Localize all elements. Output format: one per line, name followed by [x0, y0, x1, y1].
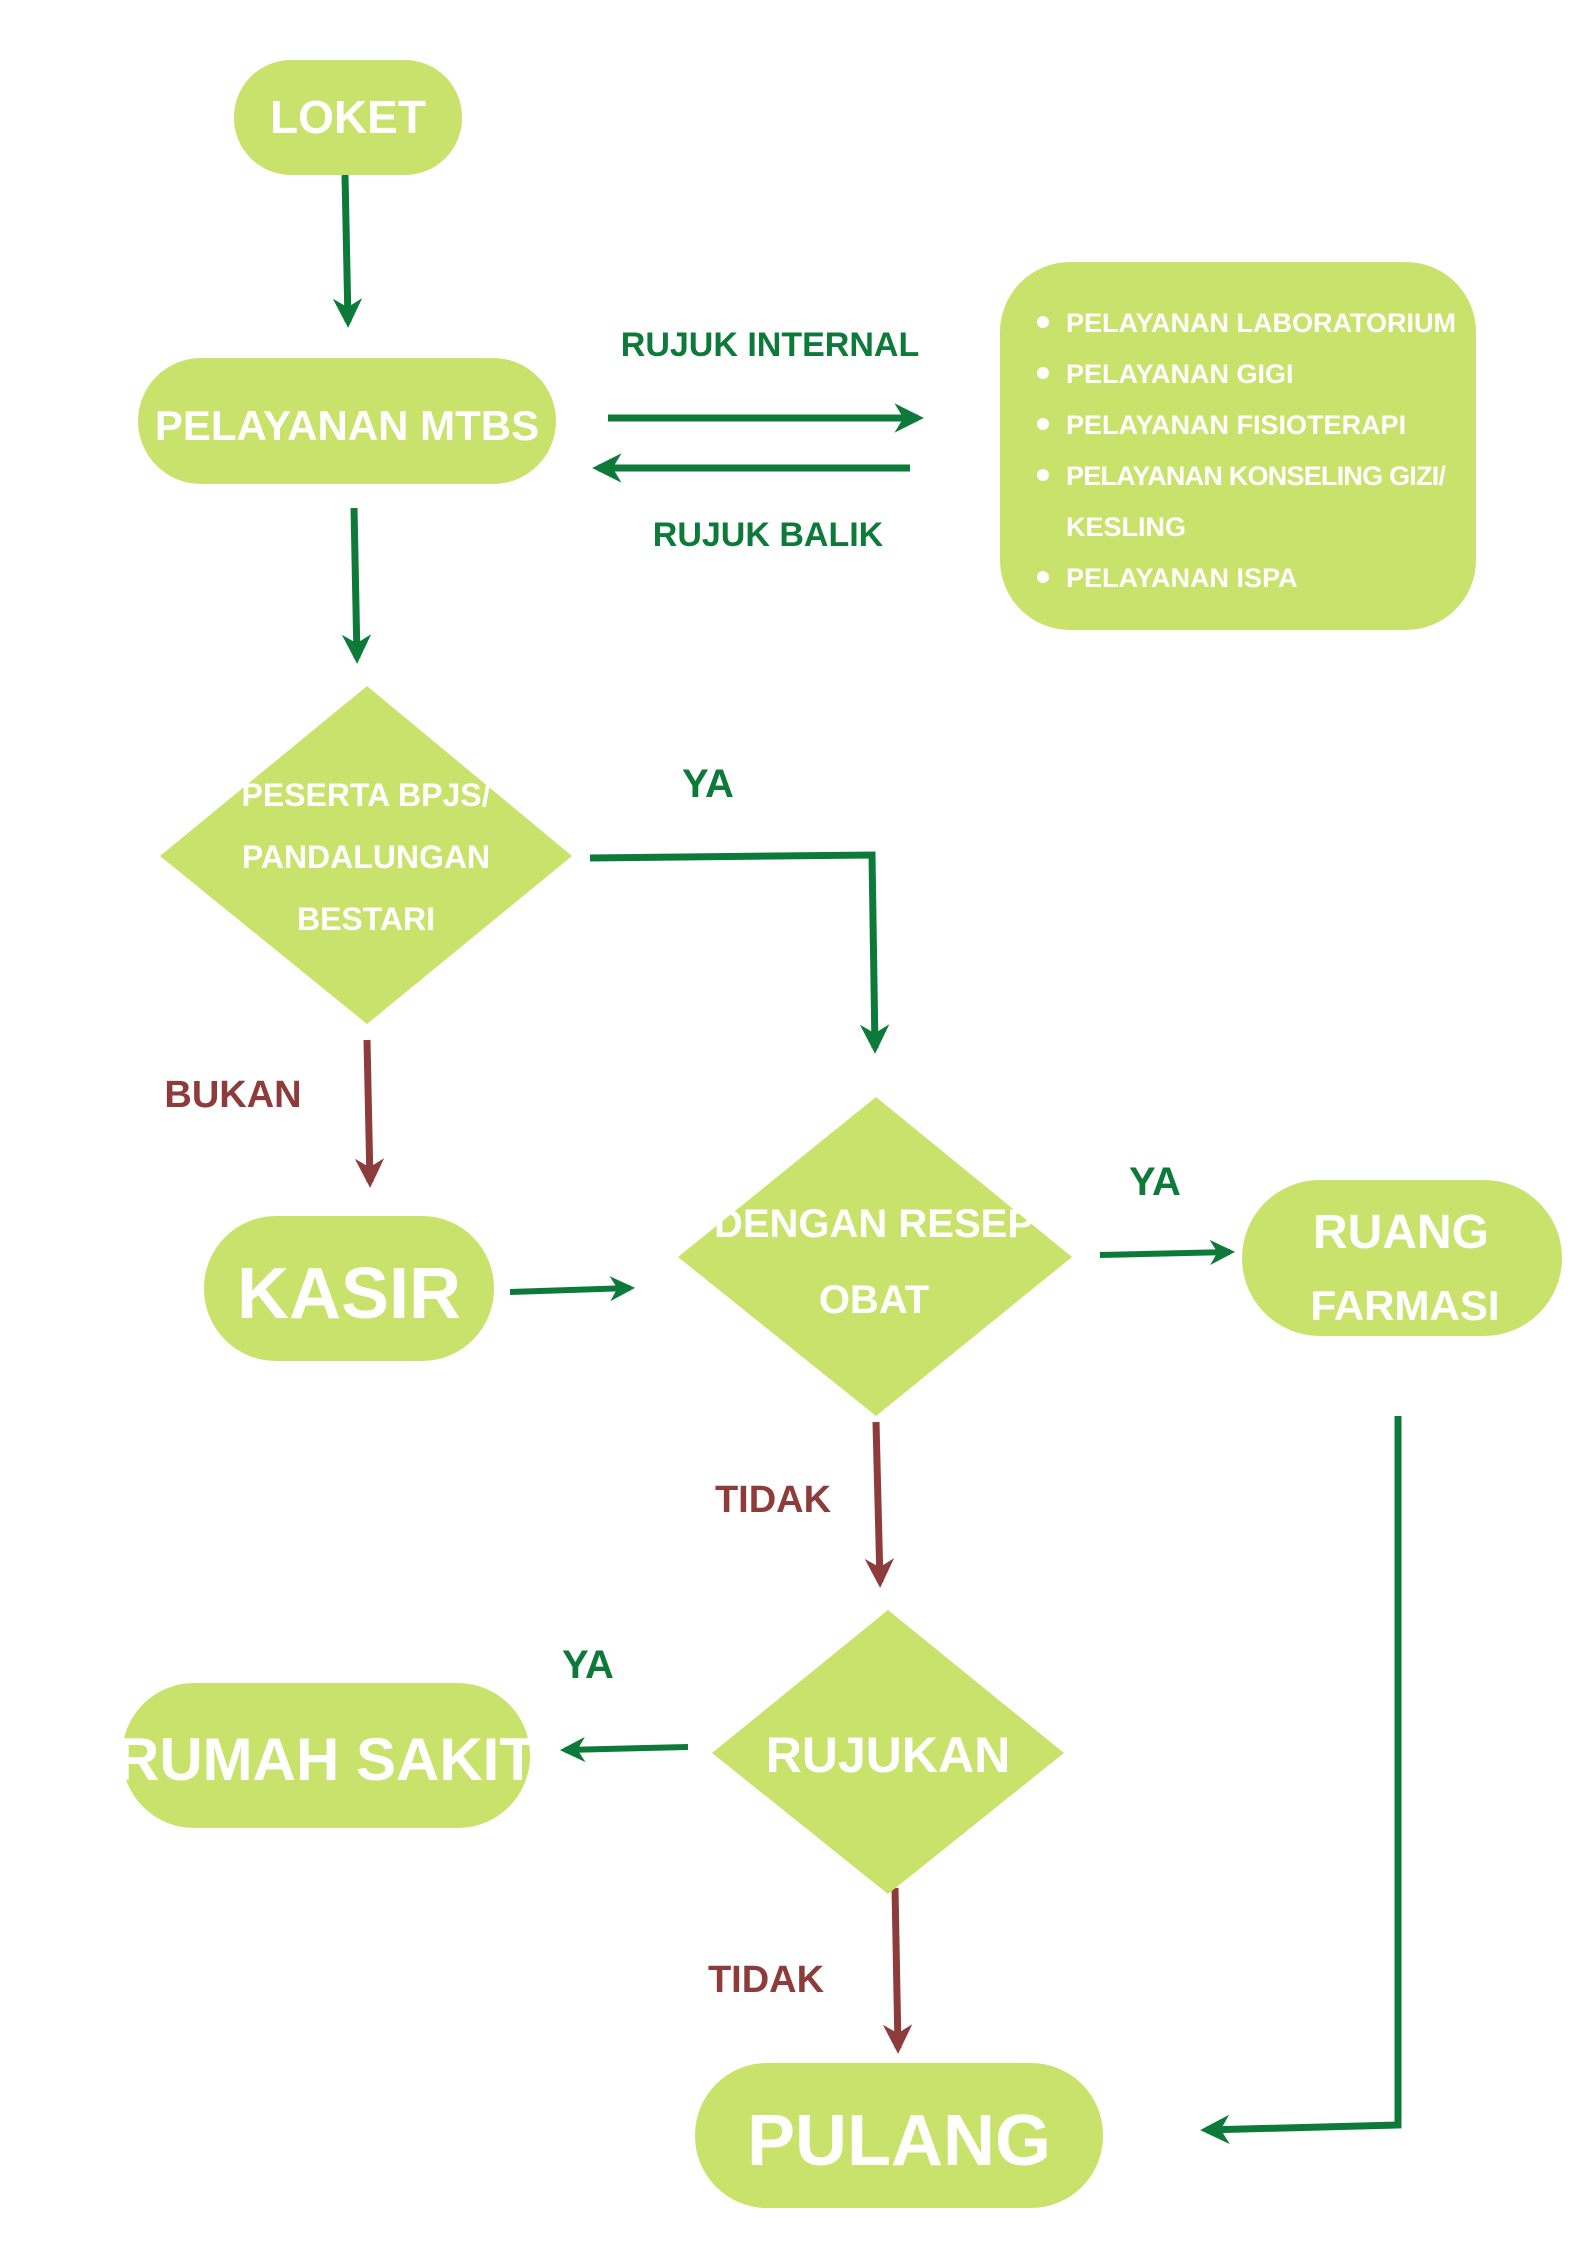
bpjs-label-line2: PANDALUNGAN — [242, 839, 490, 875]
farmasi-label-line1: RUANG — [1313, 1206, 1489, 1259]
bpjs-label-line1: PESERTA BPJS/ — [242, 777, 491, 813]
service-item: PELAYANAN KONSELING GIZI/ — [1066, 461, 1446, 491]
arrow-bpjs-ya-to-resep — [589, 851, 890, 1054]
label-ya-rujukan: YA — [562, 1643, 614, 1687]
arrow-rujukan-ya-to-rs — [559, 1736, 689, 1763]
resep-label-line2: OBAT — [819, 1278, 929, 1322]
bullet-icon — [1037, 469, 1049, 481]
arrow-rujukan-tidak-to-pulang — [882, 1887, 913, 2054]
label-ya-resep: YA — [1129, 1160, 1181, 1204]
service-item: PELAYANAN FISIOTERAPI — [1066, 410, 1406, 440]
arrow-resep-ya-to-farmasi — [1099, 1239, 1236, 1266]
node-kasir: KASIR — [204, 1216, 494, 1361]
label-ya-bpjs: YA — [682, 762, 734, 806]
label-tidak-resep: TIDAK — [715, 1479, 832, 1521]
arrow-resep-tidak-to-rujukan — [864, 1421, 895, 1588]
label-bukan: BUKAN — [164, 1074, 301, 1116]
bullet-icon — [1037, 571, 1049, 583]
service-item: PELAYANAN GIGI — [1066, 359, 1294, 389]
service-item: PELAYANAN ISPA — [1066, 563, 1298, 593]
arrow-mtbs-to-bpjs — [341, 507, 372, 664]
arrow-loket-to-mtbs — [332, 174, 363, 328]
node-peserta-bpjs-decision: PESERTA BPJS/ PANDALUNGAN BESTARI — [160, 686, 572, 1024]
service-item: PELAYANAN LABORATORIUM — [1066, 308, 1456, 338]
resep-label-line1: DENGAN RESEP — [714, 1202, 1034, 1246]
label-rujuk-balik: RUJUK BALIK — [653, 516, 884, 554]
node-rujukan-decision: RUJUKAN — [712, 1610, 1064, 1894]
node-mtbs-label: PELAYANAN MTBS — [155, 402, 539, 449]
node-rujukan-label: RUJUKAN — [766, 1727, 1010, 1783]
node-dengan-resep-decision: DENGAN RESEP OBAT — [678, 1097, 1072, 1416]
node-services-box: PELAYANAN LABORATORIUM PELAYANAN GIGI PE… — [1000, 262, 1476, 630]
arrow-bpjs-bukan-to-kasir — [354, 1039, 385, 1188]
node-rumah-sakit: RUMAH SAKIT — [116, 1683, 536, 1828]
node-loket-label: LOKET — [270, 91, 426, 143]
label-rujuk-internal: RUJUK INTERNAL — [621, 326, 919, 364]
node-pelayanan-mtbs: PELAYANAN MTBS — [138, 358, 556, 484]
bpjs-label-line3: BESTARI — [297, 901, 435, 937]
bullet-icon — [1037, 418, 1049, 430]
node-loket: LOKET — [234, 60, 462, 175]
node-kasir-label: KASIR — [237, 1254, 461, 1334]
bullet-icon — [1037, 367, 1049, 379]
label-tidak-rujukan: TIDAK — [708, 1959, 825, 2001]
bullet-icon — [1037, 316, 1049, 328]
arrow-farmasi-to-pulang — [1200, 1416, 1402, 2145]
node-ruang-farmasi: RUANG FARMASI — [1242, 1180, 1562, 1336]
farmasi-label-line2: FARMASI — [1311, 1282, 1500, 1329]
node-pulang-label: PULANG — [747, 2101, 1051, 2181]
node-pulang: PULANG — [695, 2063, 1103, 2208]
node-rumah-sakit-label: RUMAH SAKIT — [116, 1726, 536, 1793]
service-item-continuation: KESLING — [1066, 512, 1186, 542]
arrow-kasir-to-resep — [509, 1276, 636, 1302]
